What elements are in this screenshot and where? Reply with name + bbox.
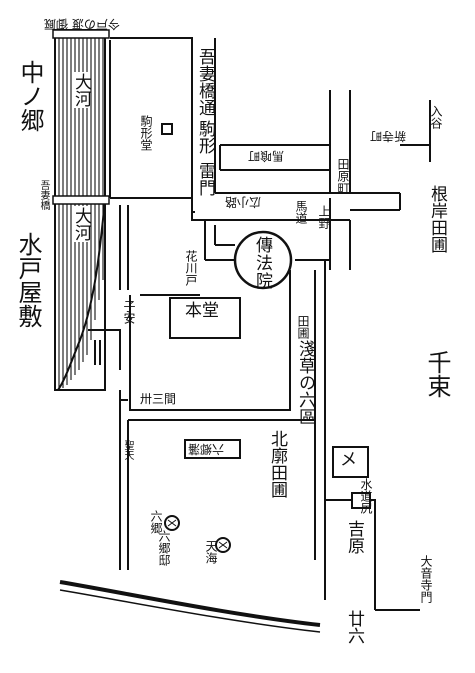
label-hondo: 本堂 <box>185 301 219 321</box>
label-yoshiwara: 吉原 <box>344 520 364 554</box>
label-kaminarimon: 雷門 <box>195 162 215 196</box>
label-tanbo: 田圃 <box>296 315 310 339</box>
label-komagata: 駒形 <box>195 120 215 154</box>
label-koyasu: 子安 <box>122 300 136 324</box>
label-shoten: 聖天 <box>122 440 133 460</box>
label-juntoku: 卅三間 <box>140 392 177 406</box>
label-shin-teramachi: 新寺町 <box>370 129 407 143</box>
label-kitaoi-tanbo: 北廓田圃 <box>267 430 287 498</box>
label-asakusa-rokku: 淺草の六區 <box>295 340 315 425</box>
label-negishi-tanbo: 根岸田圃 <box>427 185 447 253</box>
label-hanakawado: 花川戸 <box>184 250 198 286</box>
label-mito-yashiki: 水戸屋敷 <box>14 232 42 328</box>
label-matsuya: メ <box>340 450 357 470</box>
label-rokugo: 六郷 <box>149 510 163 534</box>
label-senzoku: 千束 <box>423 350 451 398</box>
label-tawaramachi: 田原町 <box>336 158 350 194</box>
label-omon: 大音寺門 <box>419 555 433 603</box>
label-iriya: 入谷 <box>429 105 443 129</box>
label-rokugo-tei: 六郷邸 <box>157 530 171 566</box>
label-bakuro-cho: 馬喰町 <box>248 149 285 163</box>
label-rokugo-han: 六郷藩 <box>188 442 225 456</box>
label-azumabashi: 吾妻橋 <box>38 180 49 210</box>
label-tenkai: 天海 <box>204 540 218 564</box>
label-okawa-lower: 大河 <box>71 206 91 242</box>
label-umamichi: 馬道 <box>294 200 308 224</box>
label-kamigyo: 上野 <box>317 205 331 229</box>
label-komagata-do: 駒形堂 <box>139 115 153 151</box>
label-street-names: 吾妻橋通 <box>195 48 215 116</box>
label-mizu-toku: 水道尻 <box>359 478 373 514</box>
label-okawa-upper: 大河 <box>71 72 91 108</box>
denpoin-circle <box>233 230 293 290</box>
label-nakanogo: 中ノ郷 <box>16 60 44 132</box>
markers <box>161 123 371 509</box>
label-denpoin: 傳法院 <box>252 236 272 290</box>
label-nijuroku: 廿六 <box>344 610 364 644</box>
label-hirokoji: 広小路 <box>225 195 262 209</box>
label-top-bridge: 今戸の渡 御厩 <box>44 17 120 31</box>
streets <box>59 37 431 633</box>
